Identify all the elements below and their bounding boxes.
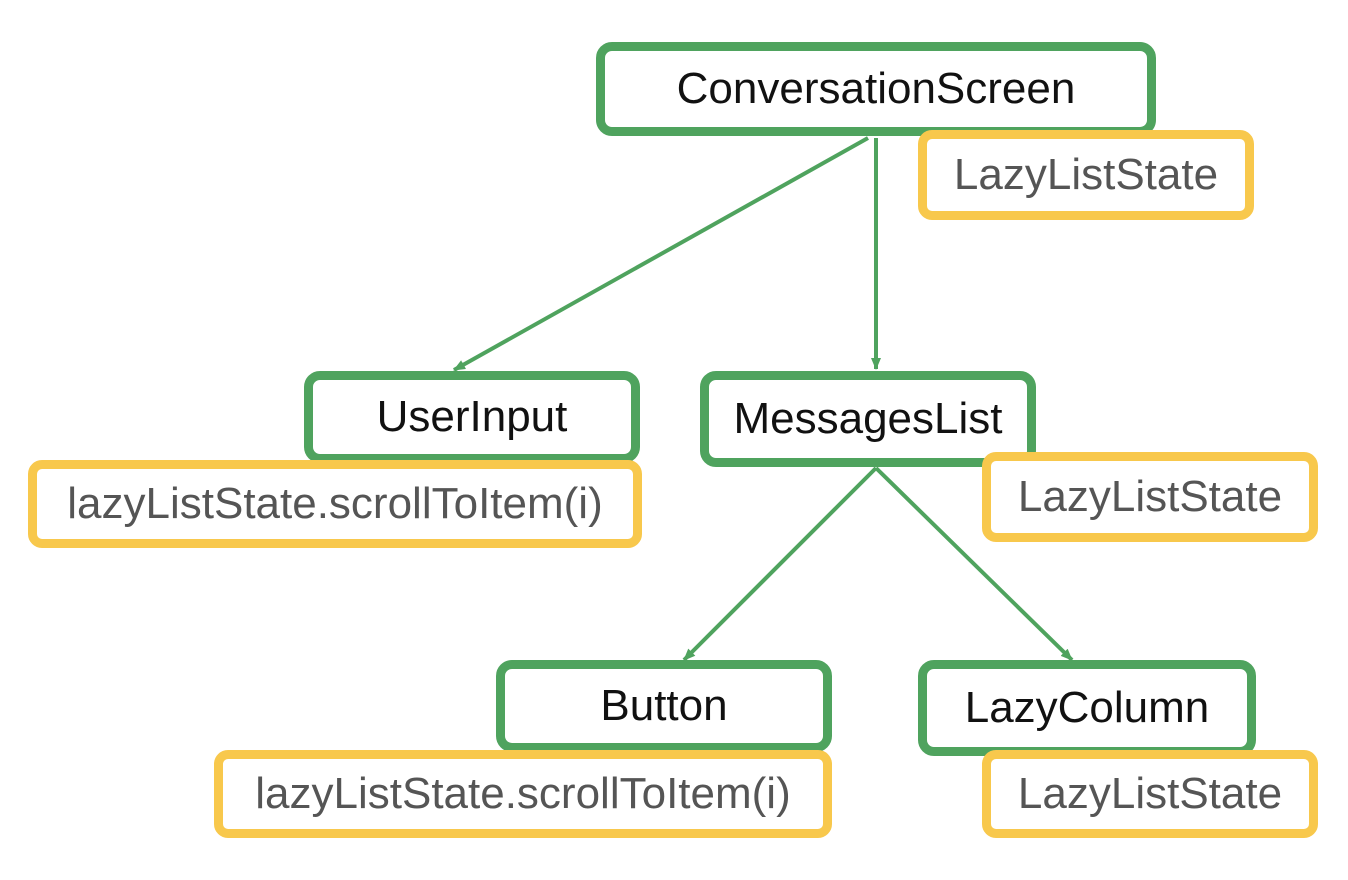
- edge-messageslist-to-button: [682, 466, 878, 662]
- state-lazy-column: LazyListState: [982, 750, 1318, 838]
- node-label: MessagesList: [733, 394, 1003, 443]
- node-user-input: UserInput: [304, 371, 640, 463]
- node-label: Button: [600, 681, 728, 730]
- edge-messageslist-to-lazycolumn: [874, 466, 1074, 662]
- edge-conversation-to-userinput: [453, 136, 869, 372]
- node-label: LazyColumn: [964, 683, 1210, 732]
- state-user-input: lazyListState.scrollToItem(i): [28, 460, 642, 548]
- state-conversation-screen: LazyListState: [918, 130, 1254, 220]
- state-label: LazyListState: [953, 150, 1219, 199]
- node-messages-list: MessagesList: [700, 371, 1036, 467]
- state-button: lazyListState.scrollToItem(i): [214, 750, 832, 838]
- node-label: ConversationScreen: [676, 64, 1076, 113]
- state-label: lazyListState.scrollToItem(i): [255, 769, 791, 818]
- node-conversation-screen: ConversationScreen: [596, 42, 1156, 136]
- state-label: lazyListState.scrollToItem(i): [67, 479, 603, 528]
- state-messages-list: LazyListState: [982, 452, 1318, 542]
- state-label: LazyListState: [1017, 769, 1283, 818]
- state-label: LazyListState: [1017, 472, 1283, 521]
- node-lazy-column: LazyColumn: [918, 660, 1256, 756]
- node-label: UserInput: [376, 392, 568, 441]
- node-button: Button: [496, 660, 832, 752]
